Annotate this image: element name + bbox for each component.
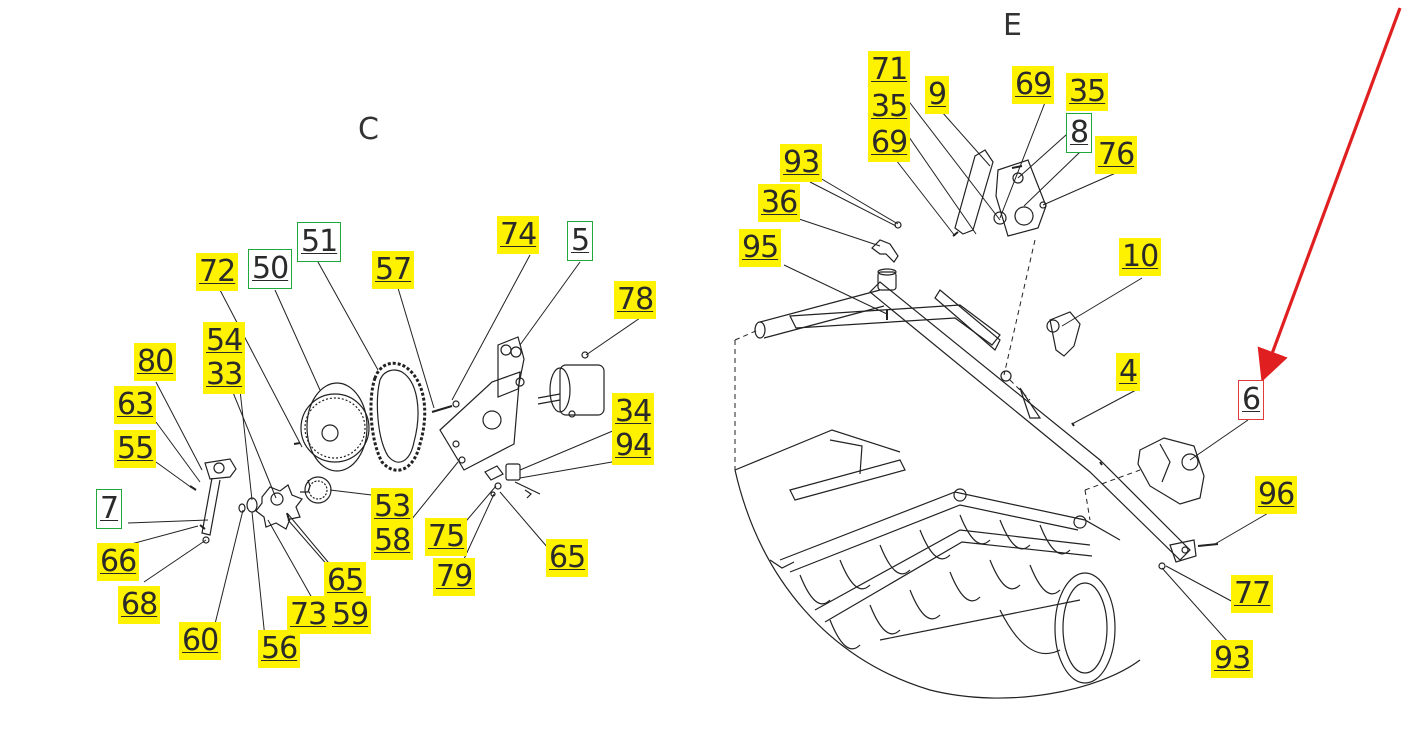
callout-93: 93 bbox=[780, 144, 823, 182]
callout-53: 53 bbox=[371, 488, 414, 526]
callout-36: 36 bbox=[758, 184, 801, 222]
sensor-cluster bbox=[484, 463, 541, 499]
callout-78: 78 bbox=[614, 281, 657, 319]
callout-59: 59 bbox=[329, 596, 372, 634]
callout-9: 9 bbox=[925, 76, 950, 114]
callout-69-plate: 69 bbox=[1012, 66, 1055, 104]
callout-8: 8 bbox=[1066, 113, 1093, 153]
callout-35-plate: 35 bbox=[1066, 73, 1109, 111]
red-indicator-arrow bbox=[1257, 7, 1402, 383]
callout-77: 77 bbox=[1231, 575, 1274, 613]
callout-69: 69 bbox=[868, 124, 911, 162]
callout-57: 57 bbox=[372, 251, 415, 289]
callout-63: 63 bbox=[114, 386, 157, 424]
callout-51: 51 bbox=[297, 222, 342, 262]
callout-79: 79 bbox=[433, 558, 476, 596]
large-sprocket bbox=[300, 382, 370, 472]
callout-55: 55 bbox=[114, 430, 157, 468]
section-e-drawing bbox=[734, 149, 1219, 699]
leader-lines-c bbox=[119, 254, 641, 639]
callout-50: 50 bbox=[248, 249, 293, 289]
callout-75: 75 bbox=[425, 518, 468, 556]
bracket-36 bbox=[871, 239, 899, 263]
callout-7: 7 bbox=[96, 489, 123, 529]
section-label-c: C bbox=[358, 112, 379, 147]
reel-assembly bbox=[769, 439, 1121, 684]
callout-95: 95 bbox=[739, 229, 782, 267]
callout-58: 58 bbox=[371, 522, 414, 560]
callout-76: 76 bbox=[1095, 136, 1138, 174]
mount-plate bbox=[952, 149, 1047, 237]
callout-34: 34 bbox=[612, 393, 655, 431]
callout-94: 94 bbox=[612, 427, 655, 465]
callout-74: 74 bbox=[497, 216, 540, 254]
section-label-e: E bbox=[1003, 8, 1022, 43]
spider-coupling bbox=[255, 484, 303, 530]
callout-6: 6 bbox=[1238, 380, 1265, 420]
header-outline bbox=[734, 469, 1141, 699]
latch-assembly-6 bbox=[1137, 437, 1205, 505]
callout-10: 10 bbox=[1119, 238, 1162, 276]
callout-65-sensor: 65 bbox=[546, 539, 589, 577]
callout-65: 65 bbox=[324, 562, 367, 600]
callout-93-lower: 93 bbox=[1211, 640, 1254, 678]
tensioner-arm bbox=[189, 458, 237, 544]
section-c-drawing bbox=[189, 336, 605, 544]
hydraulic-motor bbox=[537, 351, 605, 418]
leader-lines-e bbox=[783, 85, 1271, 643]
bracket-plate bbox=[439, 336, 525, 471]
callout-80: 80 bbox=[134, 343, 177, 381]
callout-72: 72 bbox=[196, 253, 239, 291]
callout-5: 5 bbox=[567, 221, 594, 261]
small-sprocket bbox=[300, 476, 332, 504]
callout-4: 4 bbox=[1116, 353, 1141, 391]
roller-chain bbox=[369, 361, 427, 472]
callout-71: 71 bbox=[868, 51, 911, 89]
callout-73: 73 bbox=[287, 596, 330, 634]
callout-96: 96 bbox=[1255, 476, 1298, 514]
callout-60: 60 bbox=[179, 622, 222, 660]
front-bar bbox=[754, 268, 1001, 346]
callout-66: 66 bbox=[97, 543, 140, 581]
callout-35: 35 bbox=[868, 88, 911, 126]
callout-56: 56 bbox=[258, 630, 301, 668]
callout-68: 68 bbox=[118, 586, 161, 624]
hinge-plate-10 bbox=[1046, 311, 1081, 357]
callout-33: 33 bbox=[203, 356, 246, 394]
callout-54: 54 bbox=[203, 322, 246, 360]
